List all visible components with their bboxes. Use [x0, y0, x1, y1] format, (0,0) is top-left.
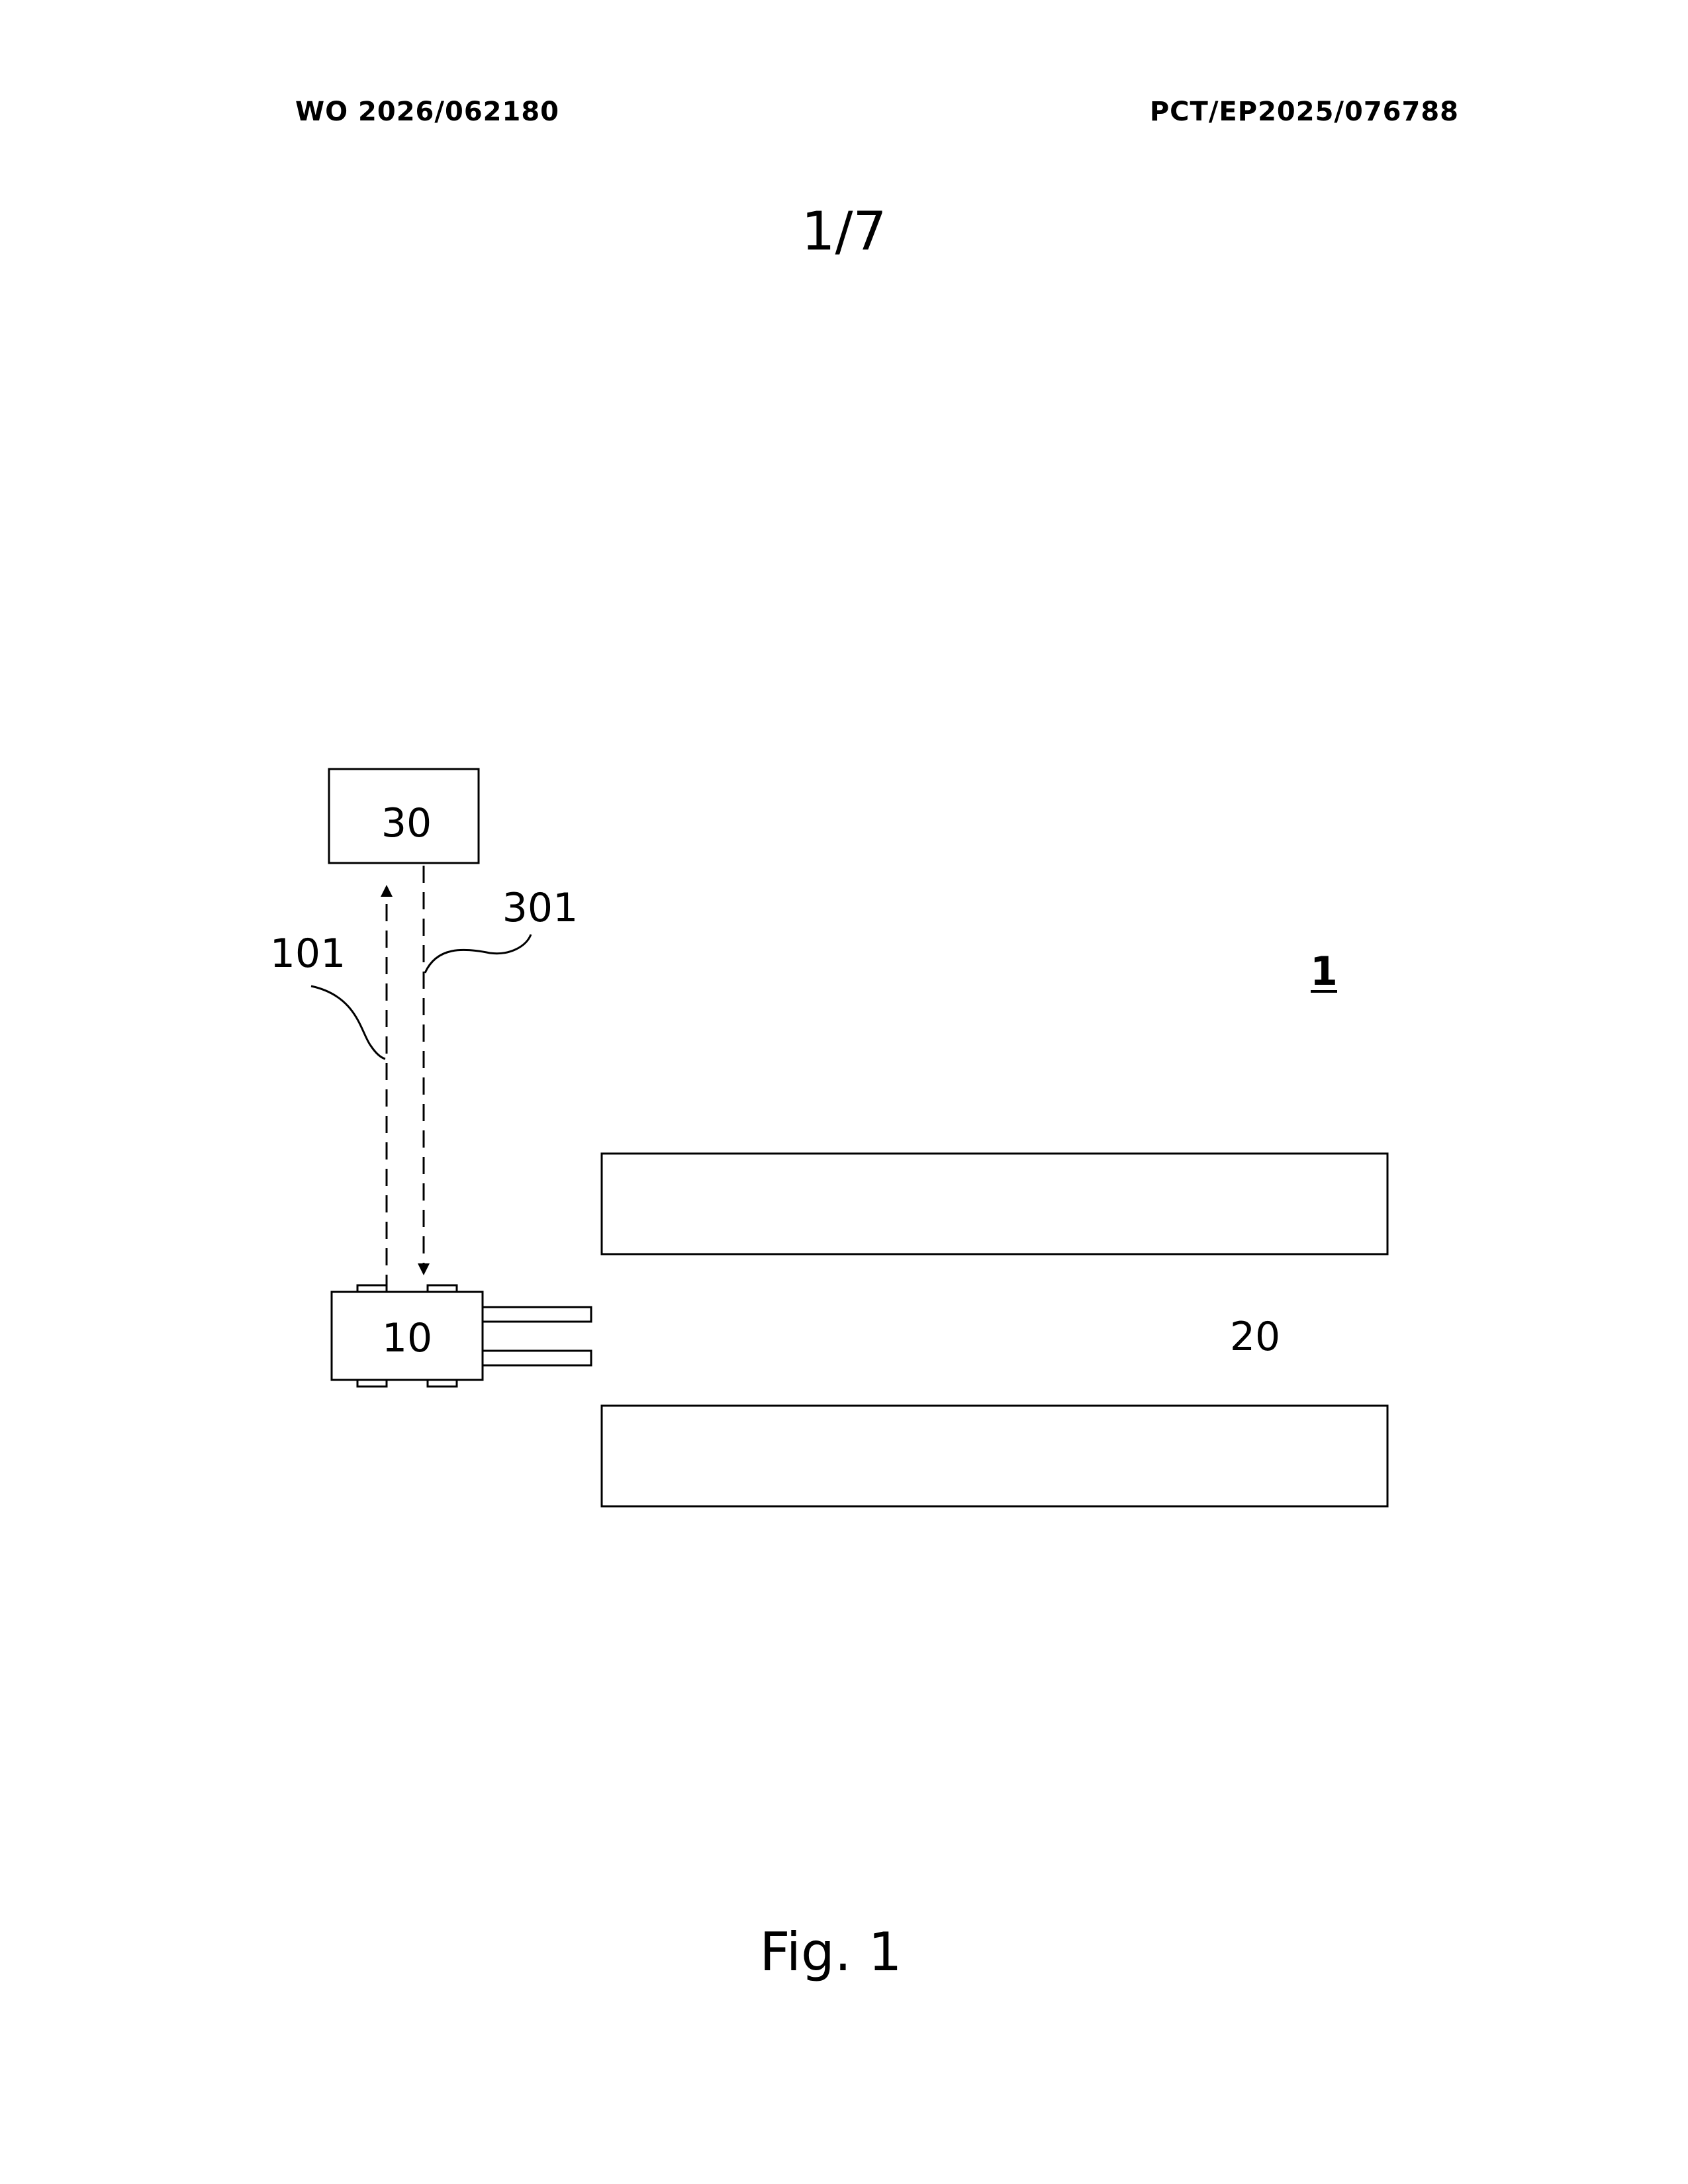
- figure-caption: Fig. 1: [0, 1926, 1662, 1979]
- remote-unit-label: 30: [381, 800, 432, 846]
- device-top-pad-left: [357, 1285, 387, 1292]
- device-bottom-pad-right: [428, 1380, 457, 1387]
- channel-lower-wall: [602, 1406, 1387, 1506]
- device-top-pad-right: [428, 1285, 457, 1292]
- device-bottom-pad-left: [357, 1380, 387, 1387]
- device-label: 10: [382, 1315, 432, 1361]
- channel-label: 20: [1230, 1314, 1280, 1360]
- downlink-leader-line: [425, 934, 531, 973]
- uplink-leader-line: [311, 986, 385, 1059]
- device-prong-lower: [483, 1351, 591, 1365]
- channel-upper-wall: [602, 1154, 1387, 1254]
- downlink-signal-label: 301: [502, 885, 579, 931]
- uplink-signal-label: 101: [270, 931, 346, 977]
- system-label: 1: [1310, 948, 1338, 995]
- device-prong-upper: [483, 1307, 591, 1322]
